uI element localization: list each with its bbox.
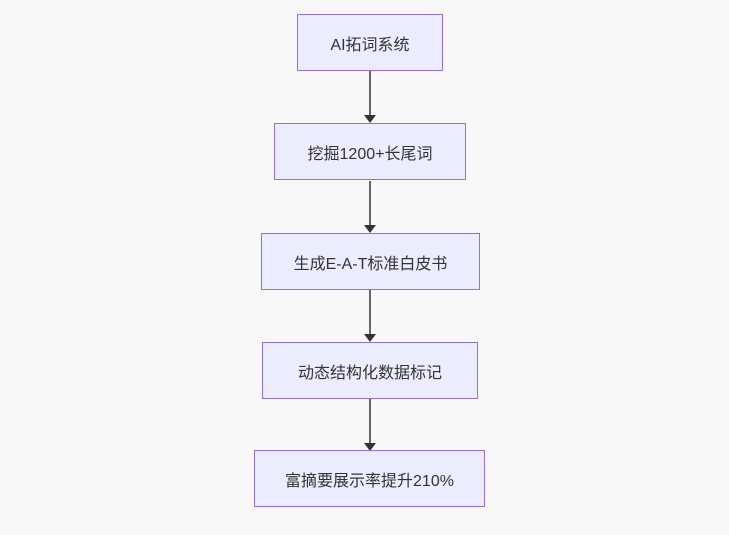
- flowchart-node-structured-data-markup: 动态结构化数据标记: [262, 342, 478, 399]
- arrowhead-down-icon: [364, 225, 376, 233]
- flow-arrow-1: [364, 71, 376, 123]
- node-label: AI拓词系统: [330, 36, 410, 54]
- node-label: 生成E-A-T标准白皮书: [293, 255, 448, 273]
- node-label: 动态结构化数据标记: [297, 364, 442, 382]
- flowchart-node-longtail-mining: 挖掘1200+长尾词: [274, 123, 466, 180]
- flow-arrow-3: [364, 290, 376, 342]
- flowchart-node-eat-whitepaper: 生成E-A-T标准白皮书: [261, 233, 480, 290]
- arrow-line: [369, 290, 371, 335]
- arrow-line: [369, 399, 371, 444]
- flowchart-node-ai-keyword-system: AI拓词系统: [297, 14, 443, 71]
- flow-arrow-4: [364, 399, 376, 451]
- flow-arrow-2: [364, 181, 376, 233]
- arrowhead-down-icon: [364, 115, 376, 123]
- node-label: 挖掘1200+长尾词: [307, 145, 433, 163]
- arrowhead-down-icon: [364, 443, 376, 451]
- node-label: 富摘要展示率提升210%: [285, 472, 454, 490]
- arrow-line: [369, 71, 371, 116]
- flowchart-node-rich-snippet-result: 富摘要展示率提升210%: [254, 450, 485, 507]
- arrowhead-down-icon: [364, 334, 376, 342]
- arrow-line: [369, 181, 371, 226]
